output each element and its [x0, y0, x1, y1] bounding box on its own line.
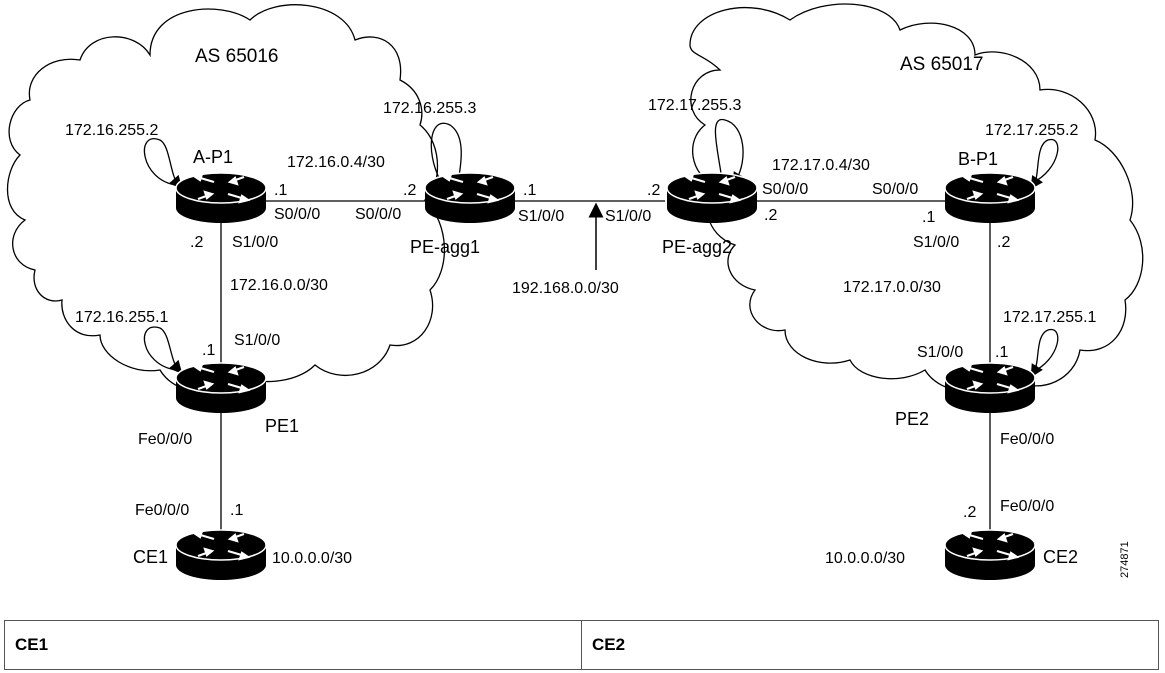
router-name-ce1: CE1 — [133, 547, 168, 567]
subnet-pe1-ce1: 10.0.0.0/30 — [272, 550, 352, 567]
interface-bp1-pe2-a: S1/0/0 — [913, 234, 959, 251]
subnet-peagg1-peagg2: 192.168.0.0/30 — [512, 280, 619, 297]
interface-bp1-pe2-b: S1/0/0 — [917, 344, 963, 361]
figure-id: 274871 — [1119, 541, 1131, 578]
interface-pe1-ce1-a: Fe0/0/0 — [138, 431, 192, 448]
host-peagg1-peagg2-b: .2 — [647, 182, 660, 199]
router-name-ce2: CE2 — [1043, 547, 1078, 567]
router-icon-pe2 — [943, 361, 1037, 415]
router-name-pe2: PE2 — [895, 409, 929, 429]
table-header-row: CE1 CE2 — [4, 620, 1159, 670]
subnet-pe2-ce2: 10.0.0.0/30 — [825, 550, 905, 567]
subnet-ap1-pe1: 172.16.0.0/30 — [230, 277, 328, 294]
loopback-ap1: 172.16.255.2 — [65, 122, 159, 139]
host-bp1-pe2-a: .2 — [997, 234, 1010, 251]
subnet-ap1-peagg1: 172.16.0.4/30 — [287, 154, 385, 171]
loopbacks — [143, 119, 1059, 378]
loopback-loop-pe2 — [1030, 328, 1059, 378]
as-left-label: AS 65016 — [195, 46, 278, 67]
as-right-label: AS 65017 — [900, 54, 983, 75]
router-icon-ce1 — [174, 528, 268, 582]
interface-peagg1-peagg2-b: S1/0/0 — [605, 208, 651, 225]
host-pe1-ce1-b: .1 — [230, 502, 243, 519]
interface-pe2-ce2-a: Fe0/0/0 — [1000, 431, 1054, 448]
loopback-bp1: 172.17.255.2 — [985, 122, 1079, 139]
interface-peagg2-bp1-a: S0/0/0 — [762, 181, 808, 198]
interface-ap1-peagg1-b: S0/0/0 — [355, 206, 401, 223]
links — [220, 200, 991, 540]
router-icon-peagg2 — [665, 171, 759, 225]
loopback-loop-pe1 — [143, 326, 183, 374]
table-header-ce2: CE2 — [581, 620, 1159, 670]
table-header-ce1: CE1 — [4, 620, 582, 670]
network-topology-diagram: AS 65016 AS 65017 A-P1 PE-agg1 PE-agg2 B… — [6, 3, 1144, 582]
host-pe2-ce2-b: .2 — [963, 504, 976, 521]
loopback-pe2: 172.17.255.1 — [1003, 309, 1097, 326]
loopback-pe1: 172.16.255.1 — [75, 309, 169, 326]
host-ap1-pe1-a: .2 — [190, 234, 203, 251]
interface-pe2-ce2-b: Fe0/0/0 — [1000, 498, 1054, 515]
router-name-ap1: A-P1 — [193, 147, 233, 167]
router-icon-pe1 — [174, 361, 268, 415]
loopback-peagg2: 172.17.255.3 — [648, 97, 742, 114]
router-name-pe1: PE1 — [265, 416, 299, 436]
loopback-loop-peagg2 — [714, 119, 745, 186]
router-icon-ce2 — [943, 528, 1037, 582]
interface-pe1-ce1-b: Fe0/0/0 — [135, 502, 189, 519]
host-peagg2-bp1-b: .1 — [922, 209, 935, 226]
host-peagg2-bp1-a: .2 — [764, 207, 777, 224]
loopback-loop-ap1 — [143, 138, 183, 189]
router-icon-peagg1 — [423, 171, 517, 225]
router-name-bp1: B-P1 — [958, 149, 998, 169]
subnet-bp1-pe2: 172.17.0.0/30 — [843, 279, 941, 296]
host-ap1-pe1-b: .1 — [202, 342, 215, 359]
interface-peagg2-bp1-b: S0/0/0 — [872, 181, 918, 198]
interface-ap1-pe1-b: S1/0/0 — [234, 332, 280, 349]
interface-ap1-pe1-a: S1/0/0 — [232, 234, 278, 251]
host-ap1-peagg1-b: .2 — [403, 182, 416, 199]
router-icon-ap1 — [174, 171, 268, 225]
config-table: CE1 CE2 — [4, 620, 1159, 670]
interface-peagg1-peagg2-a: S1/0/0 — [518, 208, 564, 225]
host-ap1-peagg1-a: .1 — [274, 182, 287, 199]
router-name-peagg1: PE-agg1 — [410, 237, 480, 257]
loopback-loop-peagg1 — [430, 122, 466, 189]
subnet-peagg2-bp1: 172.17.0.4/30 — [772, 157, 870, 174]
host-peagg1-peagg2-a: .1 — [523, 182, 536, 199]
loopback-loop-bp1 — [1030, 138, 1059, 190]
interface-ap1-peagg1-a: S0/0/0 — [274, 206, 320, 223]
router-icon-bp1 — [943, 171, 1037, 225]
host-bp1-pe2-b: .1 — [995, 344, 1008, 361]
loopback-peagg1: 172.16.255.3 — [383, 100, 477, 117]
router-name-peagg2: PE-agg2 — [662, 237, 732, 257]
